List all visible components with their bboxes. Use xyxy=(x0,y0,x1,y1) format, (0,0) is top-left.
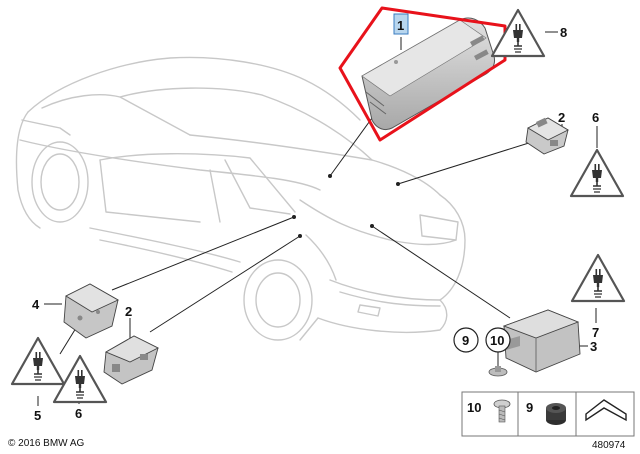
warning-plug-icon xyxy=(569,148,625,198)
label-8[interactable]: 8 xyxy=(560,25,567,40)
copyright-text: © 2016 BMW AG xyxy=(8,438,85,449)
label-4[interactable]: 4 xyxy=(32,297,40,312)
sensor-part-2-right[interactable] xyxy=(525,117,569,155)
label-2-left[interactable]: 2 xyxy=(125,304,132,319)
diagram-number: 480974 xyxy=(592,440,626,451)
label-10-circle xyxy=(485,327,511,353)
warning-plug-icon xyxy=(490,8,546,58)
legend-grommet-icon xyxy=(546,403,566,425)
label-10[interactable]: 10 xyxy=(490,333,504,348)
selected-label-bg xyxy=(393,13,409,35)
legend-label-9: 9 xyxy=(526,400,533,415)
label-5[interactable]: 5 xyxy=(34,408,41,423)
label-1[interactable]: 1 xyxy=(397,18,404,33)
legend-label-10: 10 xyxy=(467,400,481,415)
label-6-left[interactable]: 6 xyxy=(75,406,82,421)
module-part-3[interactable] xyxy=(502,309,581,373)
screw-part-10[interactable] xyxy=(488,366,508,377)
label-9[interactable]: 9 xyxy=(462,333,469,348)
legend-bracket-icon xyxy=(585,399,627,422)
label-7[interactable]: 7 xyxy=(592,325,599,340)
module-part-4[interactable] xyxy=(63,283,119,339)
sensor-part-2-left[interactable] xyxy=(103,335,160,385)
warning-plug-icon xyxy=(570,253,626,303)
warning-plug-icon xyxy=(10,336,66,386)
label-2-right[interactable]: 2 xyxy=(558,110,565,125)
control-unit-part-1[interactable] xyxy=(361,17,495,131)
label-3[interactable]: 3 xyxy=(590,339,597,354)
car-outline xyxy=(15,56,466,341)
legend-screw-icon xyxy=(493,399,511,423)
label-9-circle xyxy=(453,327,479,353)
label-6-right[interactable]: 6 xyxy=(592,110,599,125)
leader-lines xyxy=(37,31,598,406)
